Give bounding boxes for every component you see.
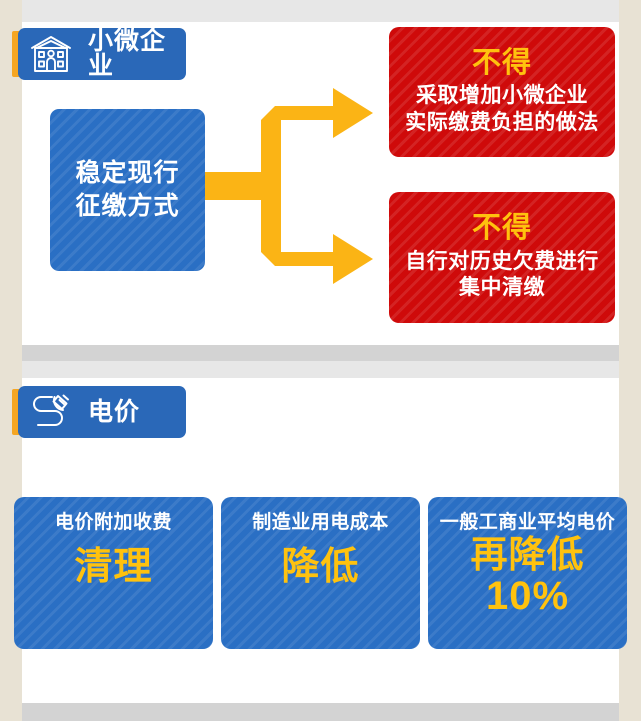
power-plug-icon <box>28 391 74 433</box>
band-fill <box>22 361 619 378</box>
measure-card-general-commercial: 一般工商业平均电价 再降低 10% <box>428 497 627 649</box>
source-policy-line-1: 稳定现行 <box>75 159 180 187</box>
bottom-separator-band <box>0 703 641 721</box>
band-notch-right <box>619 361 641 378</box>
section-badge-small-micro-enterprise: 小微企业 <box>18 28 186 80</box>
section-badge-label: 电价 <box>88 397 141 426</box>
band-fill <box>22 0 619 22</box>
section-badge-label: 小微企业 <box>88 27 167 80</box>
band-notch-left <box>0 703 22 721</box>
band-notch-left <box>0 361 22 378</box>
section-badge-electricity-price: 电价 <box>18 386 186 438</box>
section-electricity-price: 电价 <box>0 378 641 703</box>
measure-card-value: 降低 <box>281 545 360 588</box>
prohibition-line-2a: 自行对历史欠费进行 <box>405 249 599 273</box>
band-notch-right <box>619 703 641 721</box>
prohibition-heading-1: 不得 <box>471 46 532 79</box>
measure-card-manufacturing-cost: 制造业用电成本 降低 <box>221 497 420 649</box>
band-fill <box>22 703 619 721</box>
measure-card-title: 制造业用电成本 <box>252 512 389 533</box>
source-policy-box: 稳定现行 征缴方式 <box>50 109 205 271</box>
mid-separator-band-light <box>0 361 641 378</box>
prohibition-line-1a: 采取增加小微企业 <box>416 84 588 108</box>
band-notch-left <box>0 345 22 361</box>
top-separator-band <box>0 0 641 22</box>
band-fill <box>22 345 619 361</box>
band-notch-right <box>619 0 641 22</box>
branching-arrow <box>205 88 373 284</box>
measure-card-value: 再降低 <box>470 533 585 575</box>
section-small-micro-enterprise: 小微企业 稳定现行 征缴方式 不得 采取增加小微企业 实际缴费负担的做法 不得 … <box>0 0 641 345</box>
band-notch-left <box>0 0 22 22</box>
measure-card-value-secondary: 10% <box>485 573 570 618</box>
measure-card-value: 清理 <box>74 545 153 588</box>
prohibition-box-2: 不得 自行对历史欠费进行 集中清缴 <box>389 192 615 323</box>
mid-separator-band-dark <box>0 345 641 361</box>
band-notch-right <box>619 345 641 361</box>
measure-card-title: 一般工商业平均电价 <box>439 512 616 533</box>
prohibition-line-1b: 实际缴费负担的做法 <box>405 110 599 134</box>
measure-card-title: 电价附加收费 <box>54 512 172 533</box>
source-policy-line-2: 征缴方式 <box>75 192 180 220</box>
electricity-measure-cards: 电价附加收费 清理 制造业用电成本 降低 一般工商业平均电价 再降低 10% <box>14 497 627 649</box>
house-icon <box>28 33 74 75</box>
prohibition-line-2b: 集中清缴 <box>459 276 545 300</box>
prohibition-heading-2: 不得 <box>471 212 532 245</box>
prohibition-box-1: 不得 采取增加小微企业 实际缴费负担的做法 <box>389 27 615 157</box>
measure-card-surcharge: 电价附加收费 清理 <box>14 497 213 649</box>
